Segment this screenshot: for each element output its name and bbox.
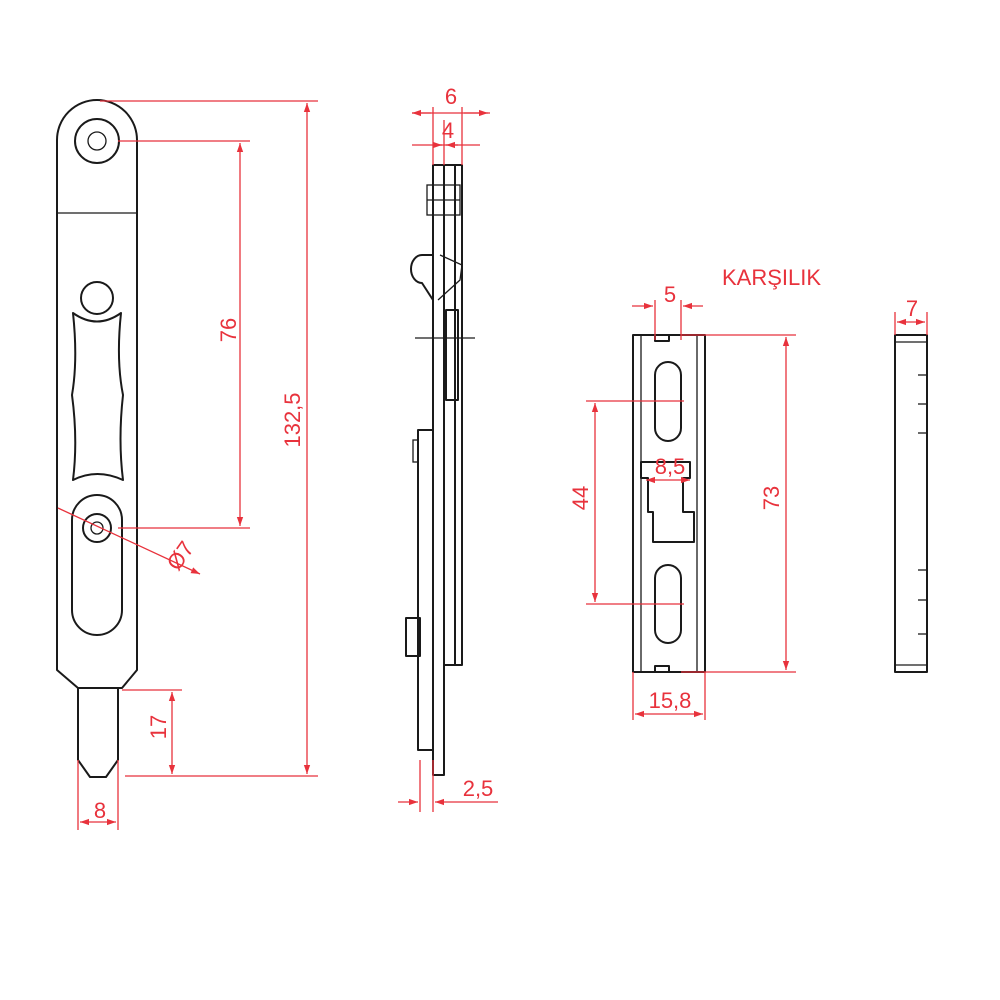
bolt-pin bbox=[77, 688, 119, 778]
dim-side-thickness: 2,5 bbox=[463, 776, 494, 801]
strike-dimensions: 5 44 8,5 73 15,8 bbox=[568, 282, 796, 720]
dim-strike-window: 8,5 bbox=[655, 454, 686, 479]
dim-strike-width: 15,8 bbox=[649, 688, 692, 713]
dim-hole-spacing: 76 bbox=[216, 318, 241, 342]
grip-recess bbox=[71, 312, 124, 481]
side-view bbox=[405, 164, 475, 776]
front-dimensions: 132,5 76 Ø7 17 8 bbox=[57, 100, 318, 830]
dim-slot-width: 5 bbox=[664, 282, 676, 307]
top-hole-inner bbox=[87, 131, 107, 151]
dim-pin-length: 17 bbox=[146, 715, 171, 739]
strike-title: KARŞILIK bbox=[722, 265, 821, 290]
strike-slot-bottom bbox=[654, 564, 682, 644]
bolt-body-outline bbox=[56, 99, 138, 689]
dim-total-length: 132,5 bbox=[280, 392, 305, 447]
strike-slot-top bbox=[654, 361, 682, 442]
dim-side-outer: 6 bbox=[445, 84, 457, 109]
strike-side-dimensions: 7 bbox=[894, 296, 928, 335]
strike-side-view bbox=[894, 334, 928, 673]
front-view bbox=[56, 99, 138, 778]
strike-plate bbox=[632, 334, 706, 673]
bottom-slot bbox=[71, 494, 123, 636]
dim-side-inner: 4 bbox=[442, 118, 454, 143]
bottom-hole-inner bbox=[90, 521, 104, 535]
side-dimensions: 6 4 2,5 bbox=[398, 84, 498, 812]
dim-pin-width: 8 bbox=[94, 798, 106, 823]
dim-strike-side-width: 7 bbox=[906, 296, 918, 321]
dim-hole-diameter: Ø7 bbox=[162, 536, 199, 574]
top-hole-outer bbox=[74, 118, 120, 164]
dim-slot-spacing: 44 bbox=[568, 486, 593, 510]
bottom-hole-outer bbox=[82, 513, 112, 543]
small-hole bbox=[80, 281, 114, 315]
dim-strike-length: 73 bbox=[759, 486, 784, 510]
